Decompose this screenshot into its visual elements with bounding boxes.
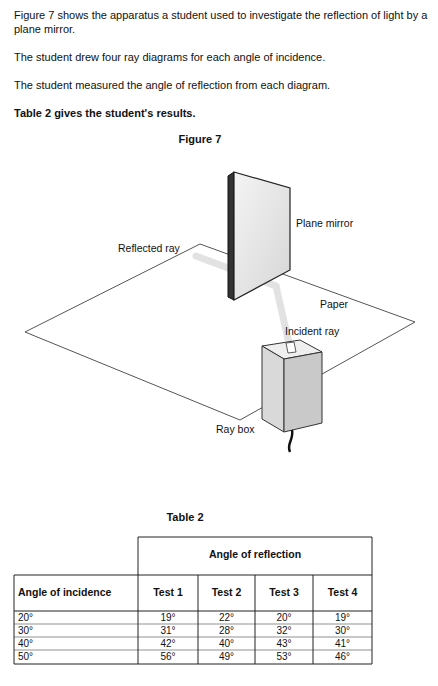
table-cell: 19° — [138, 612, 198, 624]
incident-ray — [276, 286, 290, 348]
table-cell: 20° — [18, 612, 136, 624]
table-header: Test 1 — [138, 586, 198, 600]
table-cell: 31° — [138, 625, 198, 637]
mirror-edge — [228, 172, 234, 300]
part-label: Plane mirror — [296, 217, 376, 231]
ray-box-front — [262, 346, 284, 432]
table-cell: 46° — [313, 651, 372, 663]
table-cell: 50° — [18, 651, 136, 663]
intro-text: The student measured the angle of reflec… — [14, 78, 429, 92]
intro-text: The student drew four ray diagrams for e… — [14, 50, 429, 64]
table-cell: 22° — [198, 612, 255, 624]
table-cell: 40° — [198, 638, 255, 650]
table-cell: 40° — [18, 638, 136, 650]
part-label: Paper — [320, 298, 380, 312]
table-header: Test 3 — [255, 586, 313, 600]
results-table-grid — [14, 537, 372, 664]
table-header: Test 4 — [313, 586, 372, 600]
table-header: Angle of incidence — [18, 586, 136, 600]
table-cell: 28° — [198, 625, 255, 637]
plane-mirror — [234, 172, 290, 300]
intro-text: Figure 7 shows the apparatus a student u… — [14, 8, 429, 37]
paper-sheet — [25, 244, 415, 420]
intro-text: Table 2 gives the student's results. — [14, 106, 429, 120]
table-cell: 43° — [255, 638, 313, 650]
ray-box-slit — [286, 342, 296, 353]
part-label: Ray box — [216, 423, 276, 437]
table-cell: 30° — [18, 625, 136, 637]
figure-title: Figure 7 — [150, 132, 250, 146]
table-cell: 49° — [198, 651, 255, 663]
table-cell: 56° — [138, 651, 198, 663]
table-cell: 42° — [138, 638, 198, 650]
table-cell: 32° — [255, 625, 313, 637]
power-cable — [289, 430, 292, 452]
table-header: Angle of reflection — [138, 548, 372, 562]
part-label: Incident ray — [285, 325, 365, 339]
table-cell: 19° — [313, 612, 372, 624]
table-cell: 30° — [313, 625, 372, 637]
ray-box-side — [284, 352, 322, 432]
part-label: Reflected ray — [118, 242, 198, 256]
table-header: Test 2 — [198, 586, 255, 600]
table-cell: 41° — [313, 638, 372, 650]
table-cell: 53° — [255, 651, 313, 663]
table-title: Table 2 — [140, 510, 230, 524]
table-cell: 20° — [255, 612, 313, 624]
